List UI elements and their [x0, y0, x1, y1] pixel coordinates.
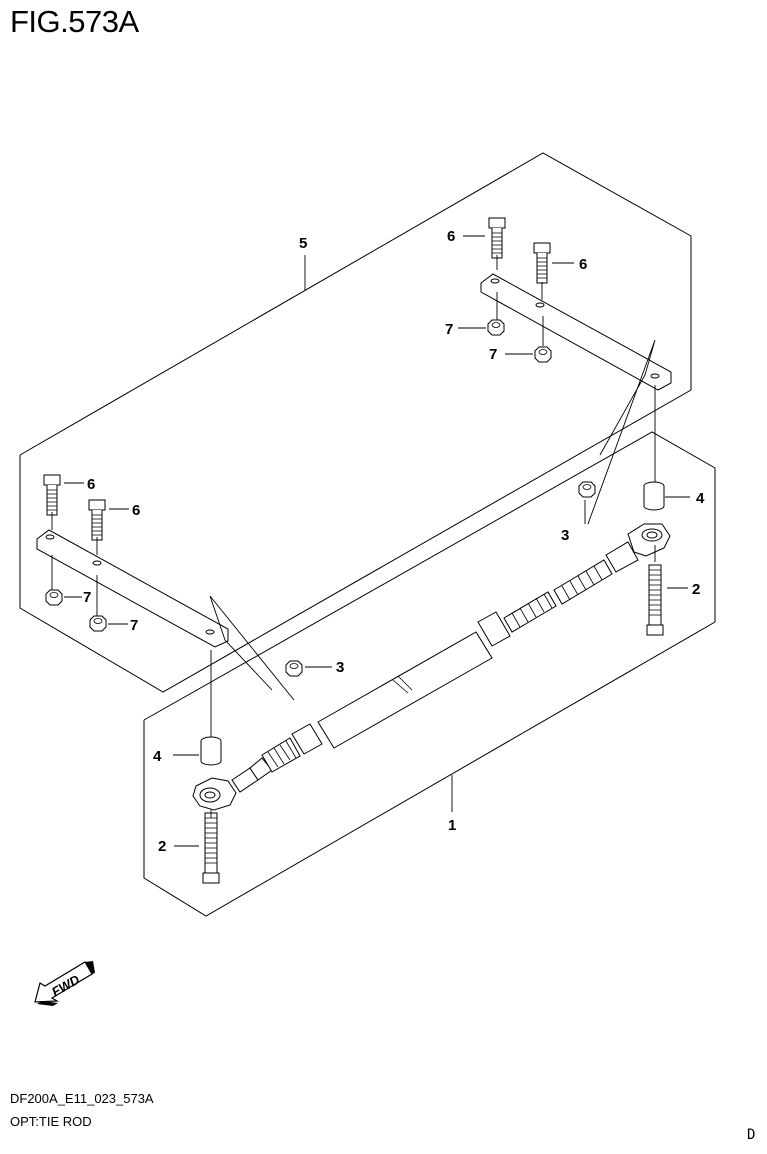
- callout-1: 1: [448, 817, 456, 834]
- diagram-code: DF200A_E11_023_573A: [10, 1091, 154, 1106]
- corner-mark: D: [747, 1127, 756, 1143]
- callout-7-c: 7: [83, 589, 91, 606]
- callout-6-a: 6: [447, 228, 455, 245]
- diagram-description: OPT:TIE ROD: [10, 1114, 92, 1129]
- callout-2-b: 2: [158, 838, 166, 855]
- callout-6-c: 6: [87, 476, 95, 493]
- long-bolt-2-left: [202, 812, 220, 884]
- callout-4-b: 4: [153, 748, 162, 765]
- plate-upper-right: [480, 273, 672, 391]
- pointer-lines: [51, 235, 690, 847]
- nut-7-lower-a: [45, 589, 63, 606]
- callout-3-b: 3: [336, 659, 344, 676]
- plate-lower-left: [36, 529, 229, 648]
- figure-title: FIG.573A: [10, 4, 139, 39]
- callout-6-b: 6: [579, 256, 587, 273]
- callout-2-a: 2: [692, 581, 700, 598]
- nut-7-upper-b: [534, 346, 552, 363]
- callout-6-d: 6: [132, 502, 140, 519]
- callout-4-a: 4: [696, 490, 705, 507]
- nut-3-right: [578, 481, 596, 498]
- callout-3-a: 3: [561, 527, 569, 544]
- spacer-4-right: [643, 481, 665, 511]
- callout-7-a: 7: [445, 321, 453, 338]
- tie-rod: [192, 523, 671, 811]
- long-bolt-2-right: [646, 564, 664, 636]
- nut-3-left: [285, 660, 303, 677]
- callout-7-b: 7: [489, 346, 497, 363]
- bolt-6-lower-a: [43, 474, 61, 516]
- bolt-6-lower-b: [88, 499, 106, 541]
- bolt-6-upper-a: [488, 217, 506, 259]
- nut-7-upper-a: [487, 319, 505, 336]
- tie-rod-outline-1: [143, 431, 716, 917]
- nut-7-lower-b: [89, 615, 107, 632]
- bolt-6-upper-b: [533, 242, 551, 284]
- fwd-arrow-icon: FWD: [34, 961, 95, 1006]
- callout-5: 5: [299, 235, 307, 252]
- callout-7-d: 7: [130, 617, 138, 634]
- kit-outline-5: [19, 152, 692, 693]
- spacer-4-left: [200, 736, 222, 766]
